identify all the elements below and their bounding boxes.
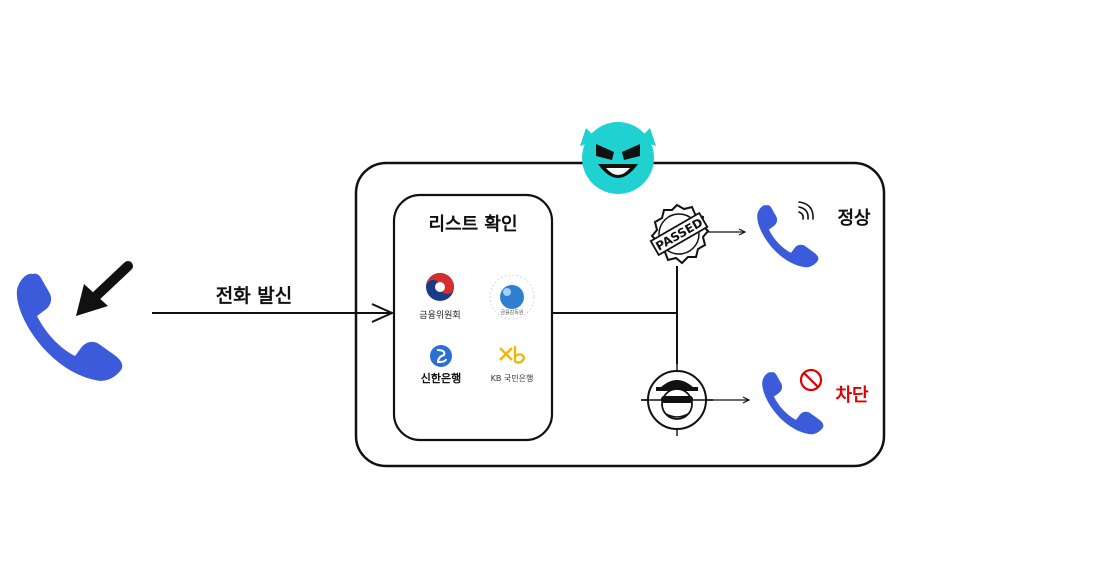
call-arrow bbox=[152, 303, 395, 323]
call-label: 전화 발신 bbox=[216, 285, 293, 307]
fss-seal-icon bbox=[489, 274, 535, 320]
logo-label-shinhan: 신한은행 bbox=[421, 371, 461, 385]
signal-icon bbox=[798, 201, 814, 220]
incoming-call-icon bbox=[16, 261, 133, 381]
logo-label-kb: KB 국민은행 bbox=[491, 373, 534, 383]
normal-call-icon bbox=[757, 205, 819, 268]
flow-connector bbox=[552, 266, 678, 364]
passed-stamp-icon: PASSED bbox=[649, 203, 710, 265]
blocked-outcome-label: 차단 bbox=[835, 385, 869, 406]
block-arrow bbox=[713, 396, 751, 404]
list-check-panel bbox=[392, 193, 554, 442]
fsc-logo-icon bbox=[426, 273, 454, 301]
list-check-title: 리스트 확인 bbox=[428, 214, 517, 235]
logo-label-fsc: 금융위원회 bbox=[419, 310, 460, 321]
devil-mascot-icon bbox=[580, 122, 656, 194]
pass-arrow bbox=[708, 228, 747, 236]
kb-logo-icon bbox=[499, 346, 526, 364]
logo-label-fss: 금융감독원 bbox=[500, 309, 523, 316]
blocked-icon bbox=[799, 368, 823, 392]
scammer-target-icon bbox=[641, 364, 713, 436]
blocked-call-icon bbox=[762, 372, 824, 435]
shinhan-logo-icon bbox=[430, 345, 452, 367]
normal-outcome-label: 정상 bbox=[837, 208, 871, 229]
